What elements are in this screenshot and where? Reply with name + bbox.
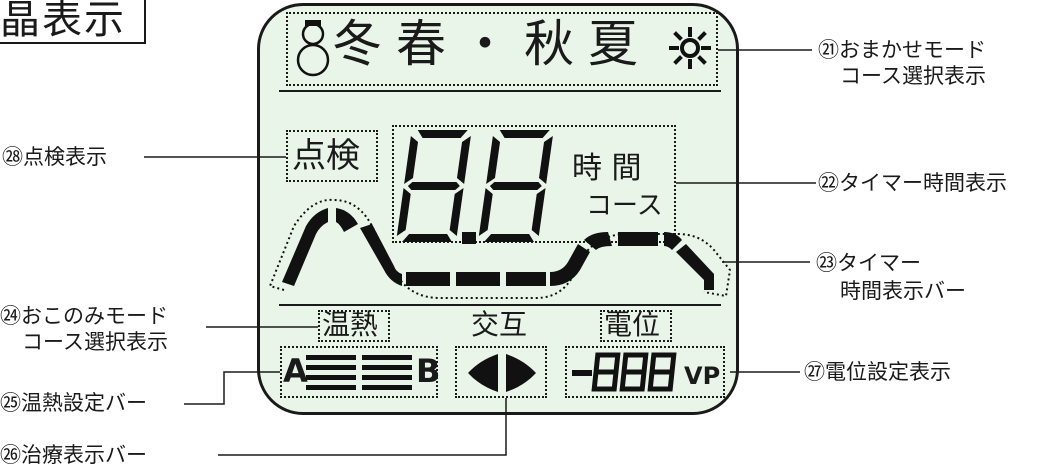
potential-frame <box>565 346 725 398</box>
right-triangle-icon <box>506 354 536 392</box>
timer-frame <box>392 125 676 243</box>
sun-icon <box>669 27 711 69</box>
season-select-frame <box>286 12 718 86</box>
heat-left-label: A <box>283 352 308 390</box>
treatment-arrows <box>468 354 536 392</box>
potential-unit: VP <box>684 362 721 390</box>
heat-bar-frame <box>280 346 438 398</box>
callout-26: ㉖治療表示バー <box>0 443 147 467</box>
mode-potential-label: 電位 <box>604 308 661 341</box>
timer-digits <box>396 130 553 244</box>
time-unit-label: 時 間 <box>572 151 642 186</box>
callout-27: ㉗電位設定表示 <box>804 360 951 384</box>
mode-potential-frame <box>600 310 672 342</box>
callout-24-line2: コース選択表示 <box>22 330 168 354</box>
timer-bar <box>268 198 732 299</box>
callout-28: ㉘点検表示 <box>2 145 107 169</box>
left-triangle-icon <box>468 354 498 392</box>
page-title: 晶表示 <box>0 0 126 43</box>
callout-24-line1: ㉔おこのみモード <box>0 304 168 328</box>
callout-21-line1: ㉑おまかせモード <box>818 38 986 62</box>
inspection-label: 点検 <box>292 136 360 176</box>
callout-23-line1: ㉓タイマー <box>816 251 921 275</box>
season-divider <box>279 90 721 92</box>
callout-21-line2: コース選択表示 <box>840 64 986 88</box>
callout-22: ㉒タイマー時間表示 <box>818 171 1007 195</box>
potential-digits <box>572 352 677 392</box>
treatment-frame <box>455 346 547 398</box>
inspection-frame <box>286 130 378 182</box>
callout-25: ㉕温熱設定バー <box>0 391 147 415</box>
title-frame <box>0 0 146 44</box>
course-unit-label: コース <box>586 191 663 221</box>
callout-23-line2: 時間表示バー <box>840 279 966 303</box>
mode-heat-frame <box>318 310 390 342</box>
heat-bars <box>306 355 412 390</box>
season-labels: 冬春・秋夏 <box>332 15 652 73</box>
mode-alternate-label: 交互 <box>471 308 528 341</box>
mode-heat-label: 温熱 <box>322 308 379 341</box>
mode-divider <box>279 304 721 306</box>
snowman-icon <box>296 20 330 77</box>
heat-right-label: B <box>416 352 441 390</box>
